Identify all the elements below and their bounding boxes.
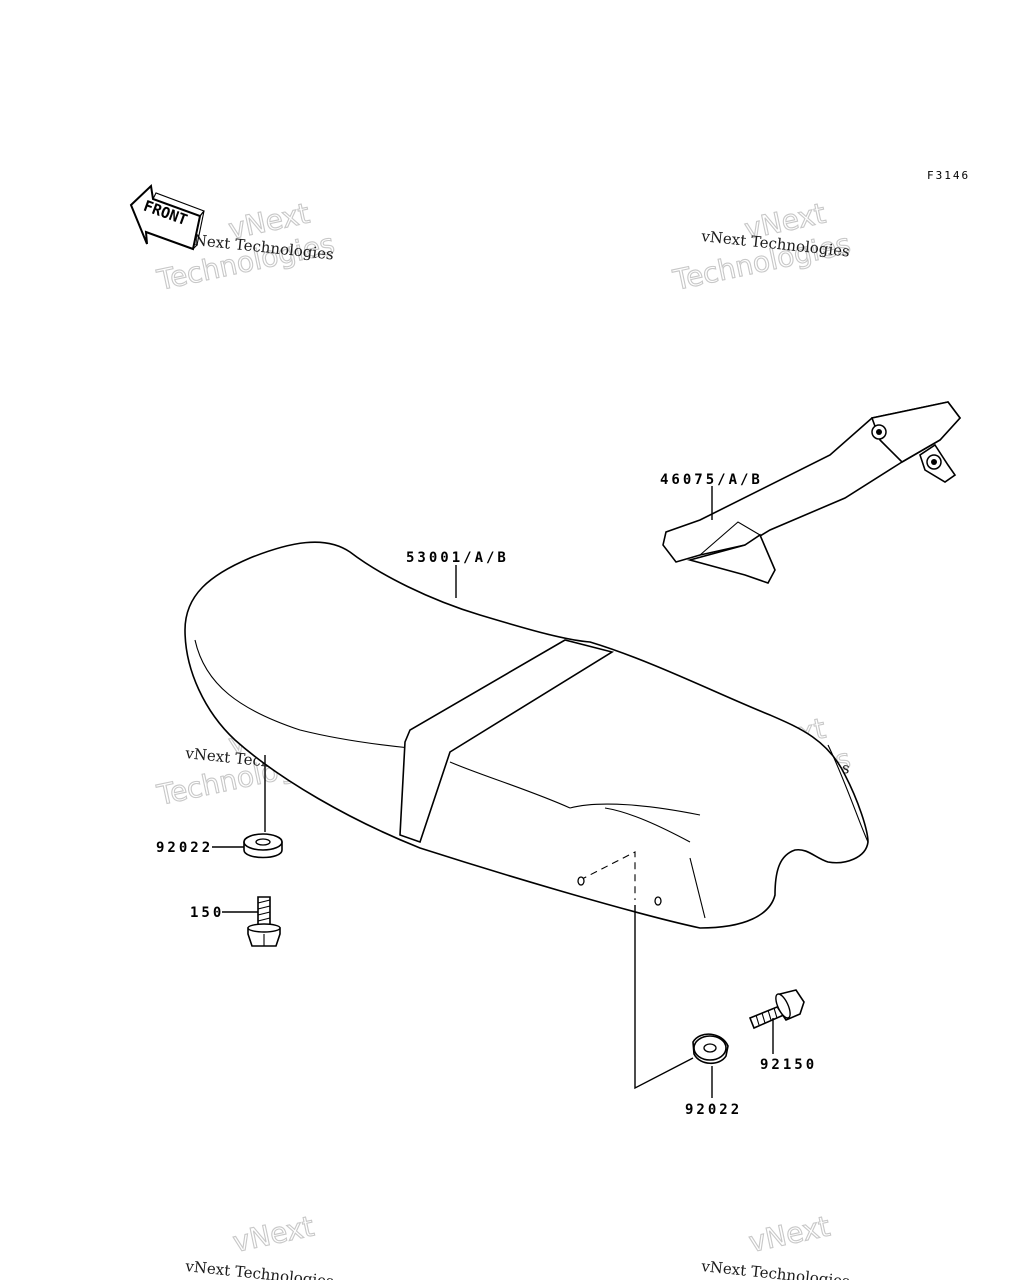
seat-53001 — [184, 541, 869, 929]
washer-92022-right — [692, 1033, 729, 1065]
front-arrow-icon: FRONT — [129, 183, 205, 251]
watermark-bottom-right: vNext — [745, 1209, 833, 1259]
watermark-outline-top: vNext — [230, 1210, 317, 1259]
label-92022-right: 92022 — [685, 1102, 742, 1118]
washer-92022-left — [243, 833, 283, 859]
leader-lines — [212, 486, 774, 1098]
label-92022-left: 92022 — [156, 840, 213, 856]
bolt-150 — [247, 896, 281, 947]
watermark-text: vNext Technologies — [184, 1257, 335, 1280]
label-92150: 92150 — [760, 1057, 817, 1073]
label-150: 150 — [190, 905, 224, 921]
figure-id: F3146 — [927, 169, 970, 182]
watermark-bottom-left: vNext — [229, 1209, 317, 1259]
label-46075: 46075/A/B — [660, 472, 763, 488]
grab-rail-46075 — [662, 401, 962, 584]
watermark-text: vNext Technologies — [700, 1257, 851, 1280]
bolt-92150 — [748, 989, 805, 1030]
label-53001: 53001/A/B — [406, 550, 509, 566]
watermark-outline-top: vNext — [746, 1210, 833, 1259]
